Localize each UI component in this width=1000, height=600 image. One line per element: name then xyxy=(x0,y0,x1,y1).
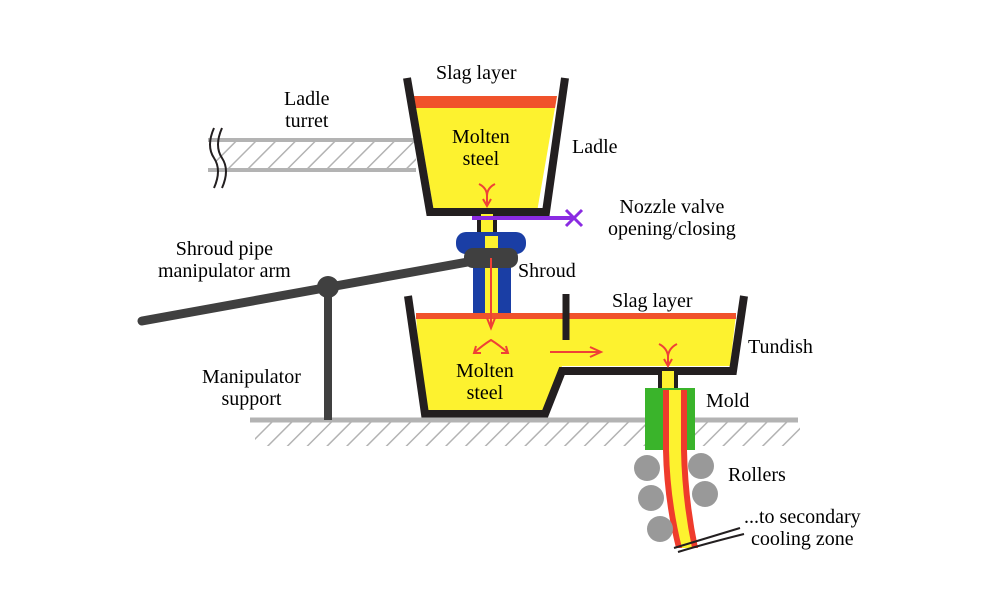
ladle-turret-beam xyxy=(208,127,416,189)
nozzle-valve-label: Nozzle valve opening/closing xyxy=(608,196,736,240)
tundish xyxy=(404,294,748,418)
shroud-label: Shroud xyxy=(518,260,576,282)
ladle-turret-label-line2: turret xyxy=(285,110,329,132)
ladle-slag-layer-label: Slag layer xyxy=(436,62,517,84)
shroud-arm-label-line2: manipulator arm xyxy=(158,260,291,282)
shroud-arm-label: Shroud pipe manipulator arm xyxy=(158,238,291,282)
steel-strand xyxy=(663,390,745,553)
manipulator-support-label-line1: Manipulator xyxy=(202,366,301,388)
ladle-turret-label-line1: Ladle xyxy=(284,88,330,110)
secondary-cooling-label-line1: ...to secondary xyxy=(744,506,861,528)
secondary-cooling-label-line2: cooling zone xyxy=(750,528,854,550)
nozzle-valve-label-line1: Nozzle valve xyxy=(619,196,725,218)
secondary-cooling-label: ...to secondary cooling zone xyxy=(744,506,861,550)
tundish-molten-steel-line2: steel xyxy=(466,382,504,404)
tundish-molten-steel-line1: Molten xyxy=(456,360,514,382)
ladle-molten-steel-line1: Molten xyxy=(452,126,510,148)
ground xyxy=(250,417,800,446)
manipulator-support-label: Manipulator support xyxy=(202,366,301,410)
tundish-molten-steel-label: Molten steel xyxy=(456,360,514,404)
ladle-molten-steel-label: Molten steel xyxy=(452,126,510,170)
ladle-label: Ladle xyxy=(572,136,618,158)
mold-label: Mold xyxy=(706,390,750,412)
manipulator-support-label-line2: support xyxy=(221,388,282,410)
rollers-label: Rollers xyxy=(728,464,786,486)
ladle-turret-label: Ladle turret xyxy=(284,88,330,132)
tundish-slag-layer-label: Slag layer xyxy=(612,290,693,312)
tundish-label: Tundish xyxy=(748,336,813,358)
ladle-molten-steel-line2: steel xyxy=(462,148,500,170)
flow-arrows xyxy=(472,183,678,369)
nozzle-valve xyxy=(472,208,584,228)
nozzle-valve-label-line2: opening/closing xyxy=(608,218,736,240)
rollers xyxy=(634,453,718,542)
shroud-arm-label-line1: Shroud pipe xyxy=(175,238,273,260)
